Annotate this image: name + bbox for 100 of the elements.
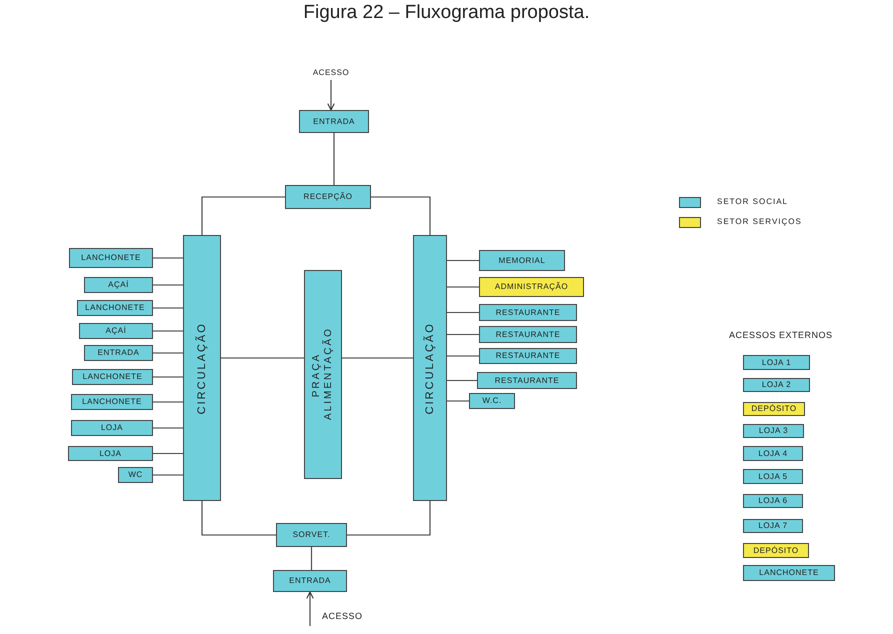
room-name: AÇAÍ — [108, 281, 129, 289]
legend-text: SETOR SOCIAL — [717, 196, 788, 208]
connector-line — [153, 401, 183, 403]
room-name: LANCHONETE — [85, 304, 145, 312]
area-bar — [413, 235, 447, 501]
room-name: LANCHONETE — [81, 254, 141, 262]
arrow — [306, 591, 314, 626]
area-bar — [183, 235, 221, 501]
room-box — [743, 494, 803, 508]
room-name: LANCHONETE — [82, 398, 142, 406]
room-box — [118, 467, 153, 483]
room-box — [69, 248, 153, 268]
room-name: MEMORIAL — [498, 256, 546, 264]
room-box — [79, 323, 153, 339]
connector-line — [153, 474, 183, 476]
area-name: PRAÇA ALIMENTAÇÃO — [311, 330, 335, 420]
connector-line — [221, 357, 304, 359]
room-name: RESTAURANTE — [494, 376, 560, 384]
room-box — [743, 446, 803, 461]
area-name: CIRCULAÇÃO — [194, 320, 209, 416]
legend-text: SETOR SERVIÇOS — [717, 216, 802, 228]
room-name: LOJA 6 — [758, 497, 788, 505]
room-box — [479, 277, 584, 297]
room-name: SORVET. — [292, 531, 330, 539]
room-box — [743, 565, 835, 581]
room-box — [479, 326, 577, 343]
room-name: AÇAÍ — [106, 327, 126, 335]
connector-line — [447, 286, 479, 288]
room-name: ADMINISTRAÇÃO — [494, 283, 568, 291]
room-name: LOJA 2 — [762, 381, 792, 389]
figure-title: Figura 22 – Fluxograma proposta. — [302, 2, 591, 24]
connector-line — [153, 427, 183, 429]
room-box — [273, 570, 347, 592]
room-box — [71, 394, 153, 410]
room-box — [743, 519, 803, 533]
area-name: CIRCULAÇÃO — [422, 320, 437, 416]
room-box — [479, 304, 577, 321]
room-name: RESTAURANTE — [496, 308, 560, 316]
connector-line — [347, 501, 431, 536]
room-name: ENTRADA — [289, 577, 331, 585]
connector-line — [201, 501, 276, 536]
connector-line — [153, 352, 183, 354]
room-name: LOJA 1 — [762, 358, 792, 366]
room-name: LANCHONETE — [82, 373, 142, 381]
room-name: DEPÓSITO — [751, 405, 797, 413]
connector-line — [447, 380, 477, 382]
connector-line — [342, 357, 413, 359]
room-name: ENTRADA — [313, 118, 355, 126]
room-box — [743, 543, 809, 558]
room-name: LOJA — [100, 424, 123, 432]
room-name: RECEPÇÃO — [304, 193, 352, 201]
connector-line — [371, 196, 431, 235]
connector-line — [447, 312, 479, 314]
connector-line — [153, 257, 183, 259]
connector-line — [447, 334, 479, 336]
room-name: RESTAURANTE — [496, 330, 560, 338]
room-box — [469, 393, 515, 409]
room-box — [276, 523, 347, 547]
room-box — [68, 446, 153, 461]
room-name: LOJA 4 — [758, 450, 788, 458]
room-box — [71, 420, 153, 436]
connector-line — [153, 307, 183, 309]
arrow — [327, 80, 335, 111]
room-name: LOJA — [99, 450, 122, 458]
room-name: RESTAURANTE — [496, 352, 560, 360]
connector-line — [447, 355, 479, 357]
room-box — [299, 110, 369, 133]
connector-line — [333, 133, 335, 185]
room-box — [477, 372, 577, 389]
room-box — [479, 250, 565, 271]
room-box — [77, 300, 153, 316]
area-bar — [304, 270, 342, 479]
connector-line — [153, 330, 183, 332]
room-box — [479, 348, 577, 364]
note-label: ACESSO — [322, 610, 363, 623]
room-box — [72, 369, 153, 385]
room-box — [743, 424, 804, 438]
connector-line — [153, 452, 183, 454]
room-name: LOJA 3 — [758, 427, 788, 435]
room-name: WC — [128, 471, 143, 479]
room-box — [743, 469, 803, 484]
connector-line — [447, 400, 469, 402]
room-name: ENTRADA — [98, 349, 140, 357]
connector-line — [447, 260, 479, 262]
room-box — [743, 378, 810, 392]
room-name: LANCHONETE — [759, 569, 819, 577]
room-name: LOJA 5 — [758, 472, 788, 480]
connector-line — [310, 547, 312, 570]
room-box — [84, 277, 153, 293]
connector-line — [201, 196, 285, 235]
room-name: W.C. — [482, 397, 502, 405]
room-box — [84, 345, 153, 361]
note-label: ACESSOS EXTERNOS — [729, 329, 833, 342]
room-box — [285, 185, 371, 209]
connector-line — [153, 284, 183, 286]
room-box — [743, 402, 805, 416]
connector-line — [153, 376, 183, 378]
room-name: ACESSO — [312, 69, 350, 77]
room-name: DEPÓSITO — [753, 546, 799, 554]
room-box — [743, 355, 810, 370]
